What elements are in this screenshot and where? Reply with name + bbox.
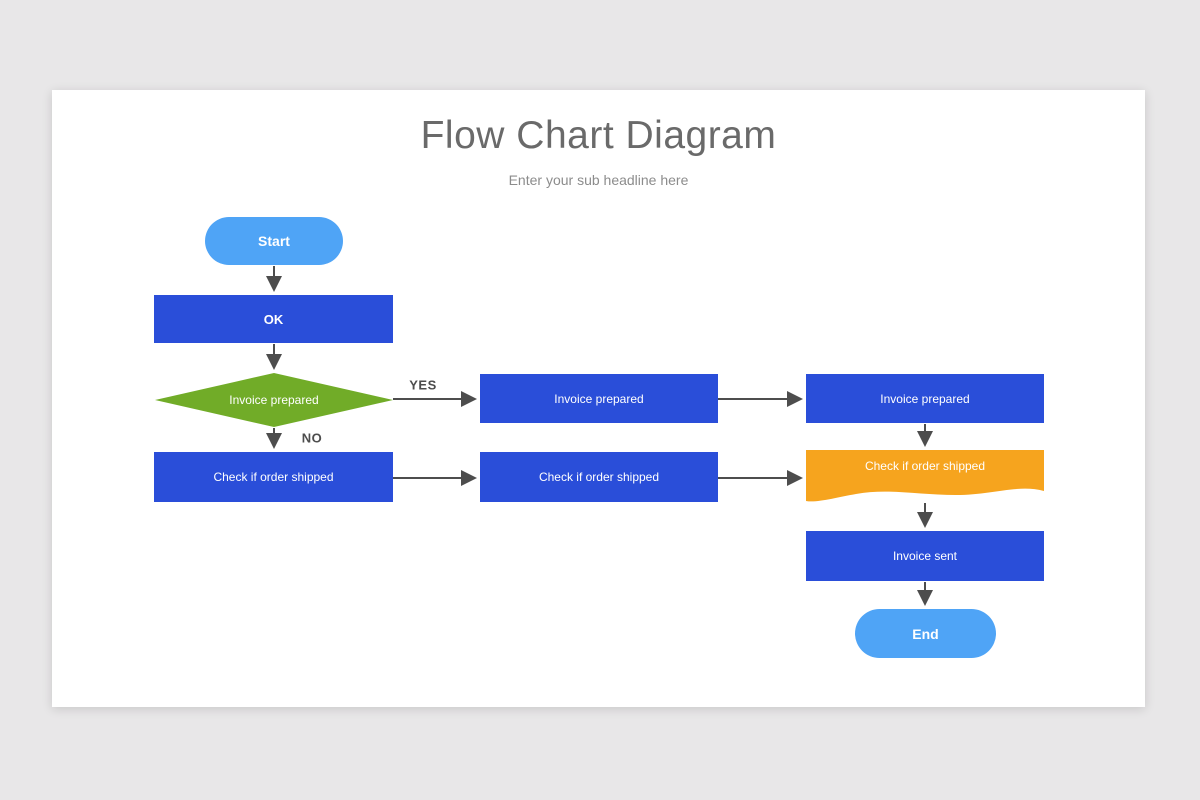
- edge-label-yes: YES: [409, 377, 437, 393]
- page-subtitle: Enter your sub headline here: [508, 172, 689, 188]
- flow-node-invoice-right[interactable]: Invoice prepared: [806, 374, 1044, 423]
- flow-node-invoice-decision[interactable]: Invoice prepared: [155, 373, 393, 427]
- flow-node-ok[interactable]: OK: [154, 295, 393, 343]
- page-title: Flow Chart Diagram: [420, 114, 777, 157]
- flow-node-check-document[interactable]: Check if order shipped: [806, 450, 1044, 508]
- flow-node-invoice-sent[interactable]: Invoice sent: [806, 531, 1044, 581]
- flow-node-check-left[interactable]: Check if order shipped: [154, 452, 393, 502]
- flow-node-start[interactable]: Start: [205, 217, 343, 265]
- flow-node-check-document-label: Check if order shipped: [864, 459, 986, 473]
- document-shape: [806, 450, 1044, 502]
- edge-label-no: NO: [301, 430, 323, 446]
- flow-node-invoice-middle[interactable]: Invoice prepared: [480, 374, 718, 423]
- flow-node-end[interactable]: End: [855, 609, 996, 658]
- slide-canvas: Flow Chart Diagram Enter your sub headli…: [52, 90, 1145, 707]
- flow-node-check-middle[interactable]: Check if order shipped: [480, 452, 718, 502]
